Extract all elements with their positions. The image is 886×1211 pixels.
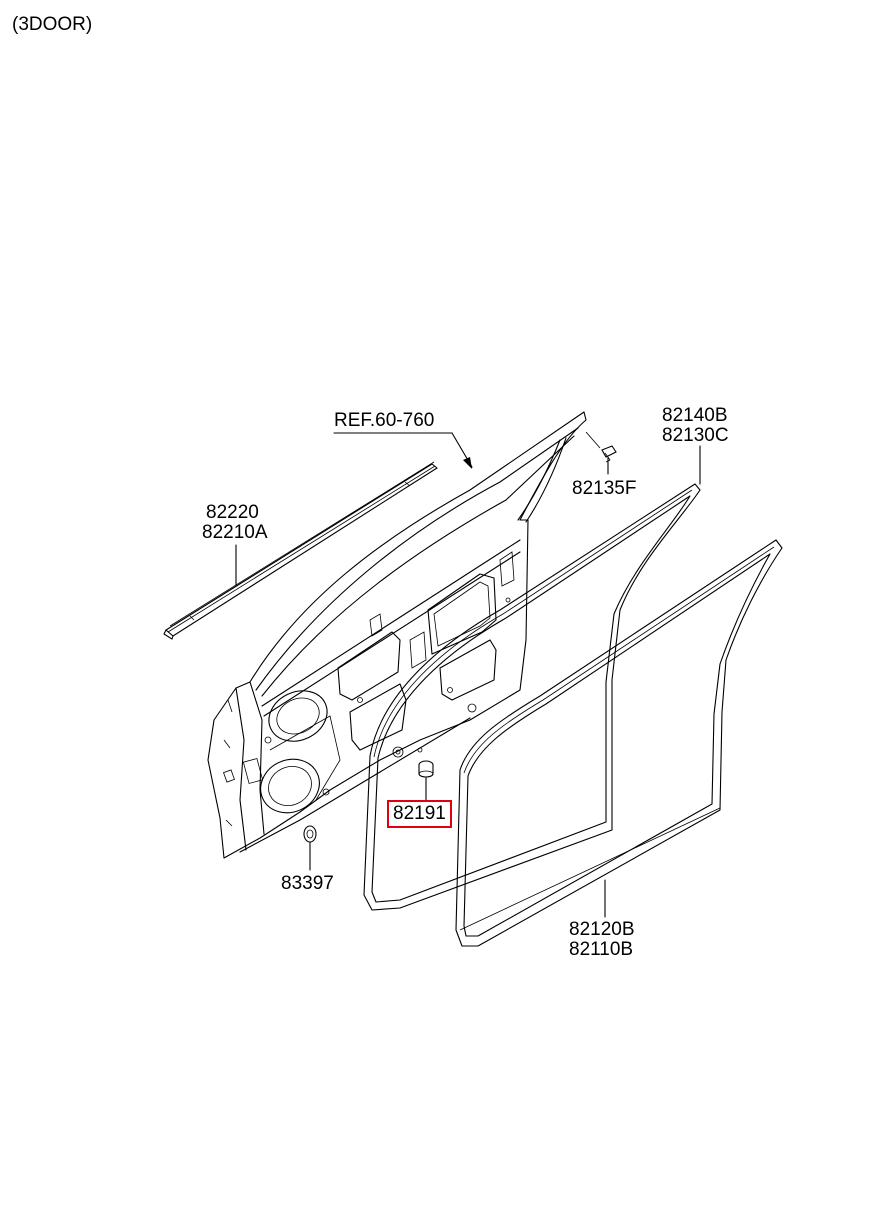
- callout-82110b: 82110B: [569, 939, 634, 960]
- callout-ref: REF.60-760: [334, 410, 435, 431]
- callout-83397: 83397: [281, 873, 334, 894]
- callout-82220: 82220: [206, 502, 259, 523]
- variant-label: (3DOOR): [12, 14, 93, 35]
- callout-82130c: 82130C: [662, 425, 729, 446]
- callout-82135f: 82135F: [572, 478, 637, 499]
- inner-weatherstrip: [455, 539, 783, 947]
- outer-weatherstrip: [363, 483, 701, 911]
- callout-82191-highlighted[interactable]: 82191: [387, 800, 452, 828]
- grommet-part: [303, 825, 317, 843]
- door-panel: [207, 411, 587, 859]
- clip-part: [585, 431, 617, 463]
- ref-arrowhead: [463, 457, 472, 469]
- plug-part: [392, 746, 434, 778]
- leader-lines: [235, 432, 701, 918]
- callout-82210a: 82210A: [202, 522, 268, 543]
- callout-82140b: 82140B: [662, 405, 728, 426]
- callout-82120b: 82120B: [569, 919, 635, 940]
- belt-weatherstrip: [163, 461, 438, 640]
